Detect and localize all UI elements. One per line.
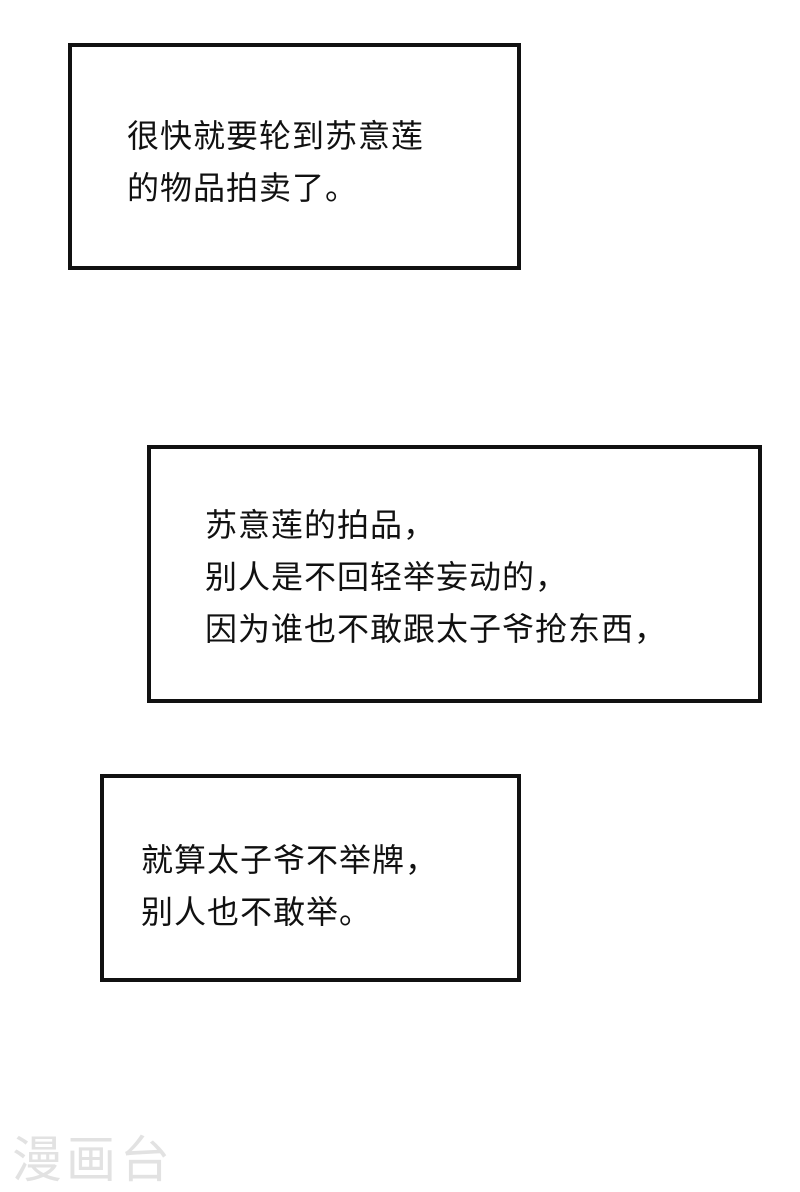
caption-line: 的物品拍卖了。 (127, 169, 359, 207)
caption-line: 很快就要轮到苏意莲 (127, 117, 425, 155)
caption-line: 苏意莲的拍品， (205, 506, 437, 544)
caption-text: 很快就要轮到苏意莲 的物品拍卖了。 (127, 110, 424, 214)
caption-line: 就算太子爷不举牌， (141, 841, 439, 879)
caption-line: 别人是不回轻举妄动的， (205, 558, 569, 596)
caption-line: 别人也不敢举。 (141, 893, 373, 931)
caption-text: 苏意莲的拍品， 别人是不回轻举妄动的， 因为谁也不敢跟太子爷抢东西， (205, 499, 667, 655)
caption-line: 因为谁也不敢跟太子爷抢东西， (205, 610, 668, 648)
caption-box-2: 苏意莲的拍品， 别人是不回轻举妄动的， 因为谁也不敢跟太子爷抢东西， (147, 445, 762, 703)
caption-box-3: 就算太子爷不举牌， 别人也不敢举。 (100, 774, 521, 982)
caption-text: 就算太子爷不举牌， 别人也不敢举。 (141, 834, 438, 938)
watermark: 漫画台 (12, 1131, 174, 1189)
caption-box-1: 很快就要轮到苏意莲 的物品拍卖了。 (68, 43, 521, 270)
